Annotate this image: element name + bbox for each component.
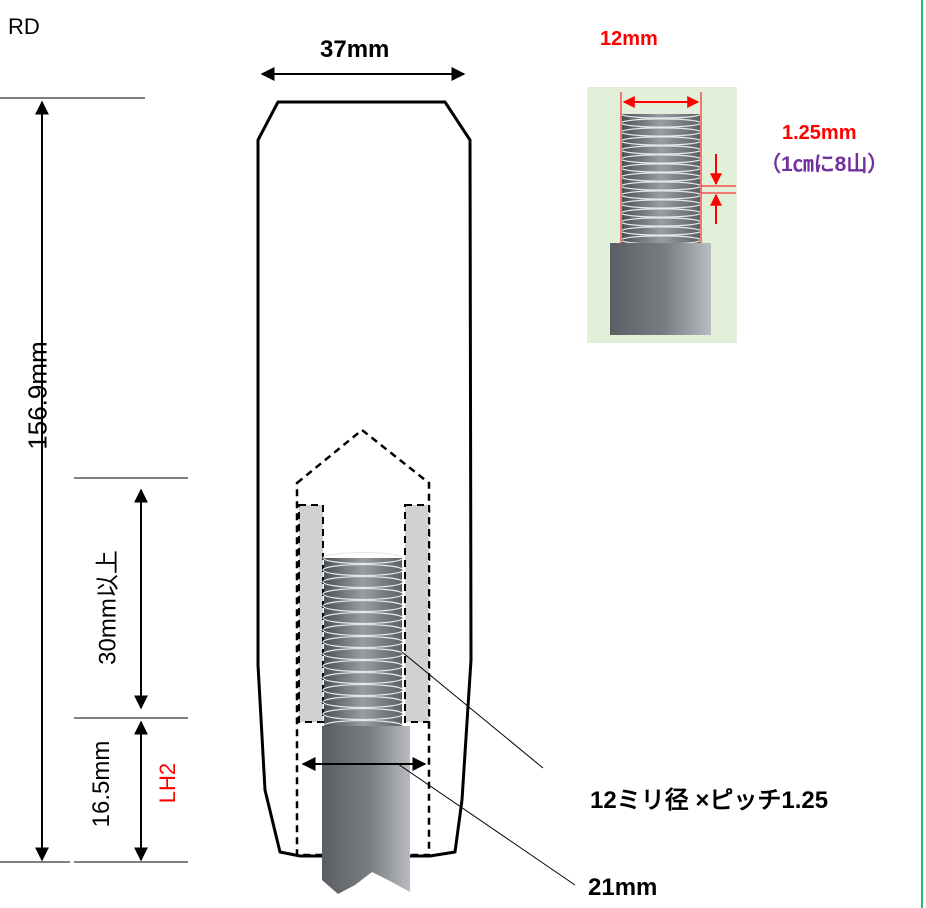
shaft-thread-ridge [322, 635, 404, 649]
base-diameter-label: 21mm [588, 874, 658, 901]
thread-pitch-label: 1.25mm [782, 122, 857, 144]
shaft-thread-core [324, 558, 402, 728]
inset-thread-core [622, 114, 700, 243]
thread-depth-label: 30mm以上 [94, 550, 122, 665]
bore-wall-left [298, 504, 324, 723]
thread-diameter-label: 12mm [600, 28, 658, 50]
shaft-thread-ridge [322, 575, 404, 589]
shaft-thread-ridge [322, 683, 404, 697]
shaft-thread-ridge [322, 623, 404, 637]
bore-wall-right [404, 504, 430, 723]
shaft-thread-ridge [322, 707, 404, 721]
shaft-thread-ridge [322, 647, 404, 661]
shaft-thread-ridge [322, 563, 404, 577]
shaft-thread-ridge [322, 695, 404, 709]
total-length-label: 156.9mm [22, 341, 53, 450]
shaft-thread-ridge [322, 587, 404, 601]
threaded-shaft [322, 551, 404, 733]
thread-spec-label: 12ミリ径 ×ピッチ1.25 [590, 787, 829, 814]
insert-outline-dashed [295, 428, 431, 857]
top-width-label: 37mm [320, 36, 390, 63]
inset-stud-base [610, 243, 711, 335]
shift-lever-body [322, 726, 410, 894]
shaft-thread-ridge [322, 671, 404, 685]
product-code: RD [8, 14, 40, 39]
thread-hand-label: LH2 [155, 762, 180, 804]
base-diameter-leader-line [397, 763, 576, 886]
inset-threaded-stud [620, 109, 702, 245]
base-length-label: 16.5mm [88, 740, 115, 828]
thread-detail-inset [587, 87, 737, 343]
shaft-thread-ridge [322, 599, 404, 613]
shaft-thread-ridge [322, 551, 404, 565]
thread-pitch-note: （1㎝に8山） [760, 153, 889, 176]
shaft-thread-ridge [322, 659, 404, 673]
thread-spec-leader-line [401, 651, 544, 769]
shaft-thread-ridge [322, 611, 404, 625]
